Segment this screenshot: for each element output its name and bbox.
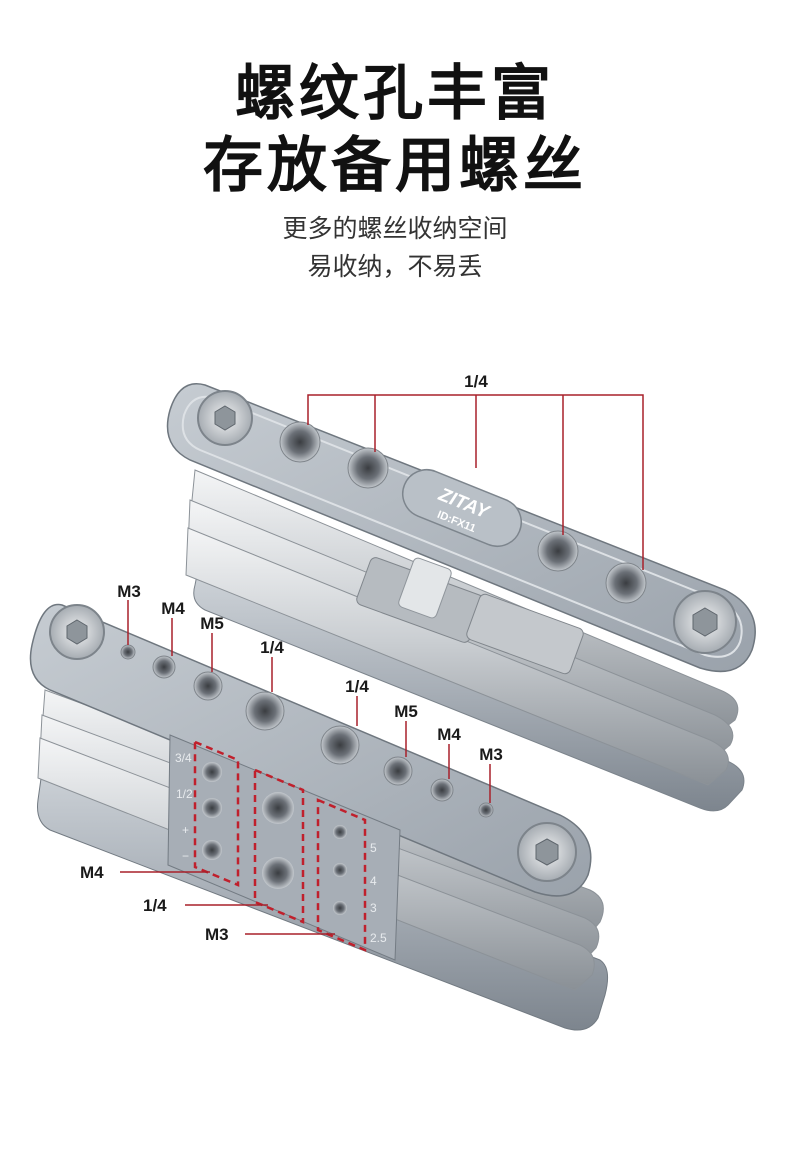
bottom-tool-left-bolt xyxy=(49,604,105,660)
label-side-quarter: 1/4 xyxy=(143,896,167,915)
label-side-m3: M3 xyxy=(205,925,229,944)
label-m5-left: M5 xyxy=(200,614,224,633)
top-tool-steel-blades xyxy=(185,469,739,786)
label-m4-right: M4 xyxy=(437,725,461,744)
label-m3-left: M3 xyxy=(117,582,141,601)
label-quarter-right: 1/4 xyxy=(345,677,369,696)
label-top-quarter: 1/4 xyxy=(464,372,488,391)
headline-line-2: 存放备用螺丝 xyxy=(203,131,587,201)
bottom-tool-storage-holes xyxy=(202,762,347,915)
storage-hole-highlight-boxes xyxy=(193,740,367,952)
top-tool-right-bolt xyxy=(673,590,737,654)
headline-line-1: 螺纹孔丰富 xyxy=(235,59,555,129)
engraving-right-3: 2.5 xyxy=(370,931,387,945)
subtitle-line-2: 易收纳，不易丢 xyxy=(307,252,483,281)
engraving-left-2: + xyxy=(182,823,189,837)
bottom-tool-callouts xyxy=(120,600,491,935)
engraving-left-1: 1/2 xyxy=(176,787,193,801)
label-m4-left: M4 xyxy=(161,599,185,618)
top-tool-quarter-holes xyxy=(279,421,647,604)
label-m3-right: M3 xyxy=(479,745,503,764)
label-side-m4: M4 xyxy=(80,863,104,882)
label-m5-right: M5 xyxy=(394,702,418,721)
label-quarter-left: 1/4 xyxy=(260,638,284,657)
bottom-tool-arm xyxy=(29,603,592,897)
bottom-tool-engraving: 3/4 1/2 + − 5 4 3 2.5 xyxy=(175,751,387,945)
engraving-right-2: 3 xyxy=(370,901,377,915)
top-tool-left-bolt xyxy=(197,390,253,446)
engraving-left-0: 3/4 xyxy=(175,751,192,765)
engraving-left-3: − xyxy=(182,849,189,863)
bottom-tool-callout-labels: M3 M4 M5 1/4 1/4 M5 M4 M3 M4 1/4 M3 xyxy=(80,582,503,944)
top-multitool: ZITAY ID:FX11 1/4 xyxy=(166,372,756,812)
bottom-tool-right-bolt xyxy=(517,822,577,882)
bottom-tool-arm-holes xyxy=(120,644,494,818)
subtitle-line-1: 更多的螺丝收纳空间 xyxy=(282,214,508,243)
engraving-right-1: 4 xyxy=(370,874,377,888)
top-quarter-callout: 1/4 xyxy=(307,372,644,570)
bottom-multitool: 3/4 1/2 + − 5 4 3 2.5 xyxy=(29,603,609,1031)
engraving-right-0: 5 xyxy=(370,841,377,855)
